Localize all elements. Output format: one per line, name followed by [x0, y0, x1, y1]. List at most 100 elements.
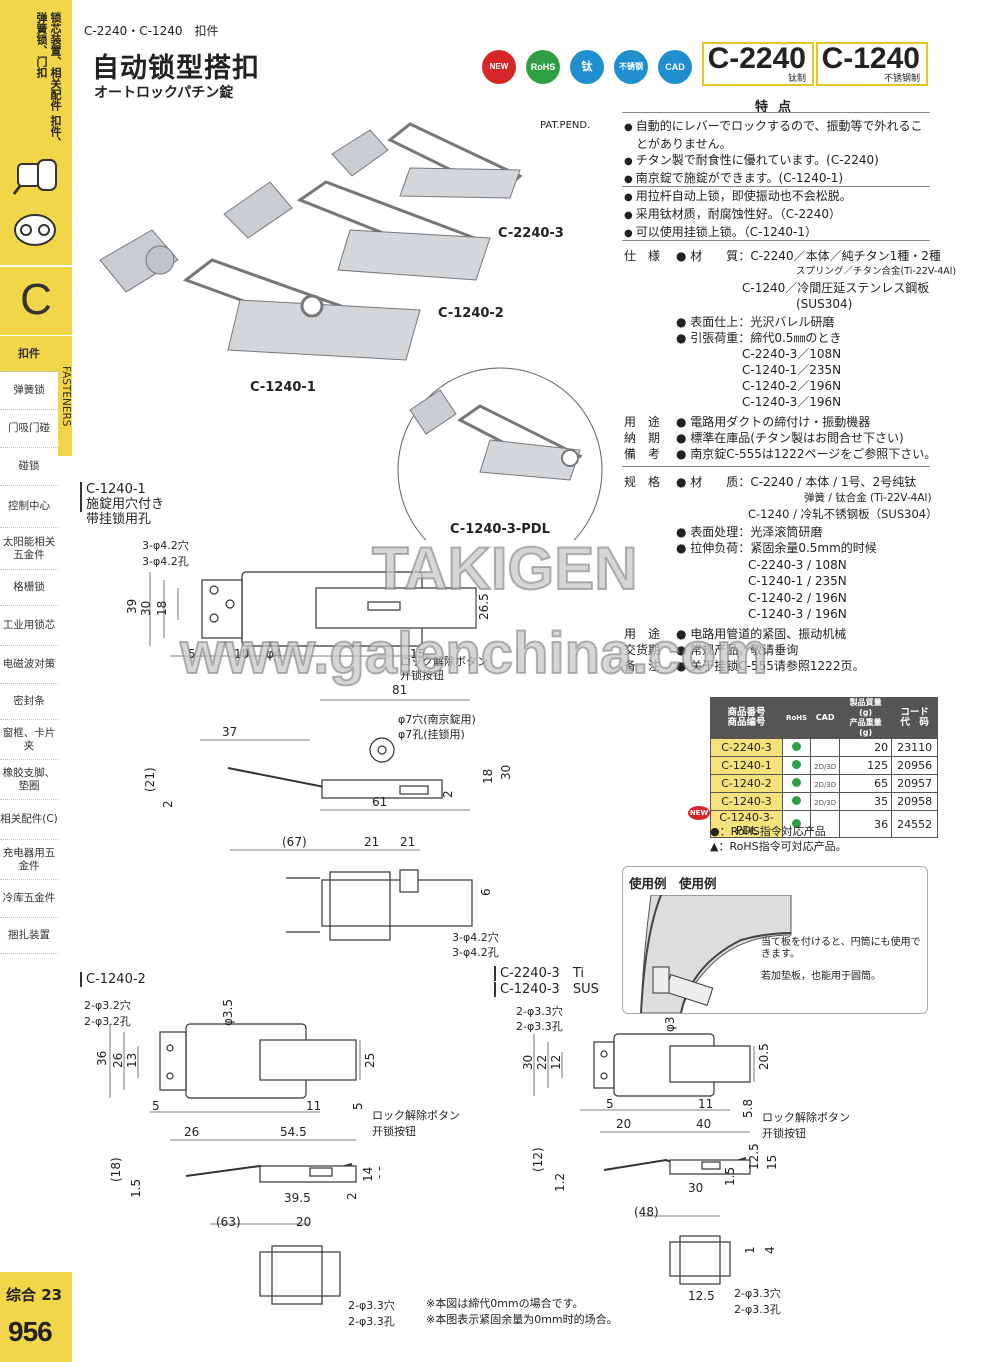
cell-rohs [781, 756, 812, 775]
svg-text:5: 5 [152, 1099, 160, 1113]
svg-text:6: 6 [479, 888, 493, 896]
cell-code: 23110 [891, 738, 939, 757]
d1-holes-cn: 3-φ4.2孔 [142, 555, 189, 568]
d3-holes-cn2: 2-φ3.3孔 [734, 1303, 781, 1316]
watermark-url: www.galenchina.com [179, 620, 769, 687]
svg-text:30: 30 [139, 601, 153, 616]
svg-text:20: 20 [296, 1215, 311, 1229]
svg-text:14: 14 [361, 1167, 375, 1182]
drawing2-title: C-1240-2 [80, 972, 146, 987]
feature-item: 自動的にレバーでロックするので、振動等で外れることがありません。 [622, 118, 932, 152]
svg-text:1.5: 1.5 [129, 1179, 143, 1198]
titanium-badge: 钛 [570, 50, 604, 84]
sidebar-item[interactable]: 碰锁 [0, 448, 58, 486]
spec-jp-section: 仕 様 [624, 249, 661, 263]
svg-text:(21): (21) [143, 767, 157, 792]
new-badge-small: NEW [688, 806, 710, 820]
usage-example-box: 使用例 使用例 当て板を付けると、円筒にも使用できます。 若加垫板，也能用于圆筒… [622, 866, 928, 1014]
svg-text:26: 26 [184, 1125, 199, 1139]
series-label: 综合 23 [6, 1286, 63, 1304]
d3-release-cn: 开锁按钮 [762, 1127, 806, 1140]
divider [622, 186, 930, 187]
new-badge: NEW [482, 50, 516, 84]
rohs-legend: ●：RoHS指令対応产品 ▲：RoHS指令可対応产品。 [710, 824, 847, 854]
svg-text:φ4: φ4 [266, 647, 282, 661]
rohs-dot-icon [792, 760, 802, 769]
cad-badge: CAD [658, 50, 692, 84]
usage-illustration [640, 895, 792, 1013]
cell-weight: 125 [839, 756, 893, 775]
svg-text:20: 20 [616, 1117, 631, 1131]
features-cn: 用拉杆自动上锁，即使振动也不会松脱。 采用钛材质，耐腐蚀性好。（C-2240） … [622, 188, 932, 242]
watermark-brand: TAKIGEN [371, 534, 639, 603]
drawing3-title-sus: C-1240-3 SUS [494, 982, 599, 997]
table-header-row: 商品番号 商品编号 RoHS CAD 製品質量(g) 产品重量(g) コード 代… [710, 697, 939, 739]
legend-item: ●：RoHS指令対応产品 [710, 825, 826, 838]
sidebar-item[interactable]: 橡胶支脚、垫圈 [0, 760, 58, 800]
usage-text-jp: 当て板を付けると、円筒にも使用できます。 [761, 937, 921, 960]
sidebar-item[interactable]: 工业用锁芯 [0, 606, 58, 646]
product-table: 商品番号 商品编号 RoHS CAD 製品質量(g) 产品重量(g) コード 代… [710, 697, 939, 838]
svg-text:25: 25 [363, 1053, 377, 1068]
sidebar-item[interactable]: 电磁波对策 [0, 646, 58, 684]
col-code: コード 代 码 [891, 697, 939, 739]
sidebar-item[interactable]: 充电器用五金件 [0, 840, 58, 880]
svg-text:1: 1 [743, 1246, 757, 1254]
sidebar-item[interactable]: 控制中心 [0, 486, 58, 528]
sidebar-item[interactable]: 冷库五金件 [0, 880, 58, 918]
divider [622, 240, 930, 241]
sidebar-item[interactable]: 门吸门碰 [0, 410, 58, 448]
svg-text:18: 18 [155, 601, 169, 616]
d3-release-jp: ロック解除ボタン [762, 1111, 850, 1124]
sidebar-item[interactable]: 窗框、卡片夹 [0, 720, 58, 760]
svg-text:5: 5 [351, 1102, 365, 1110]
sidebar-item[interactable]: 太阳能相关五金件 [0, 528, 58, 570]
spec-jp-material-line: スプリング／チタン合金(Ti-22V-4Al) [796, 266, 957, 277]
spec-cn-remark-label: 备 注 [624, 659, 661, 673]
svg-text:81: 81 [392, 683, 407, 697]
rohs-badge: RoHS [526, 50, 560, 84]
spec-cn-load: ● 拉伸负荷：紧固余量0.5mm的时候 [676, 541, 877, 555]
svg-text:30: 30 [521, 1055, 535, 1070]
sidebar-item[interactable]: 扣件 [0, 336, 58, 372]
sidebar-item[interactable]: 弹簧锁 [0, 372, 58, 410]
sidebar-item[interactable]: 密封条 [0, 684, 58, 720]
photo-c2240-3 [331, 122, 523, 199]
svg-text:40: 40 [696, 1117, 711, 1131]
sidebar-item[interactable]: 格栅锁 [0, 570, 58, 606]
svg-text:1.5: 1.5 [723, 1167, 737, 1186]
breadcrumb: C-2240・C-1240 扣件 [84, 24, 219, 38]
cell-model: C-1240-3-PDL [710, 810, 783, 838]
svg-text:2: 2 [161, 800, 175, 808]
spec-jp-material: ● 材 質：C-2240／本体／純チタン1種・2種 [676, 249, 941, 263]
cell-code: 20957 [891, 774, 939, 793]
cell-rohs [781, 738, 812, 757]
rohs-dot-icon [792, 778, 802, 787]
sidebar-nav: 扣件弹簧锁门吸门碰碰锁控制中心太阳能相关五金件格栅锁工业用锁芯电磁波对策密封条窗… [0, 336, 58, 954]
spec-cn-remark: ● 关于挂锁C-555请参照1222页。 [676, 659, 865, 673]
cell-cad: 2D/3D [810, 792, 841, 811]
svg-text:(63): (63) [216, 1215, 241, 1229]
sidebar-item[interactable]: 相关配件(C) [0, 800, 58, 840]
svg-text:26: 26 [111, 1053, 125, 1068]
usage-title: 使用例 使用例 [629, 876, 717, 891]
cell-weight: 36 [839, 810, 893, 838]
usage-text-cn: 若加垫板，也能用于圆筒。 [761, 971, 881, 982]
d1-padlock-cn: φ7孔(挂锁用) [398, 728, 465, 741]
cell-model: C-1240-1 [710, 756, 783, 775]
cell-rohs [781, 774, 812, 793]
d2-holes-cn2: 2-φ3.3孔 [348, 1315, 395, 1328]
cell-model: C-1240-2 [710, 774, 783, 793]
pat-pend-label: PAT.PEND. [540, 120, 591, 131]
svg-text:4: 4 [763, 1246, 777, 1254]
sidebar-item[interactable]: 捆扎装置 [0, 918, 58, 954]
spec-jp-remark: ● 南京錠C-555は1222ページをご参照下さい。 [676, 447, 937, 461]
cell-cad: 2D/3D [810, 756, 841, 775]
photo-label-c1240-3-pdl: C-1240-3-PDL [450, 522, 550, 537]
col-model: 商品番号 商品编号 [710, 697, 783, 739]
svg-text:12: 12 [549, 1055, 563, 1070]
cell-weight: 20 [839, 738, 893, 757]
svg-text:30: 30 [688, 1181, 703, 1195]
